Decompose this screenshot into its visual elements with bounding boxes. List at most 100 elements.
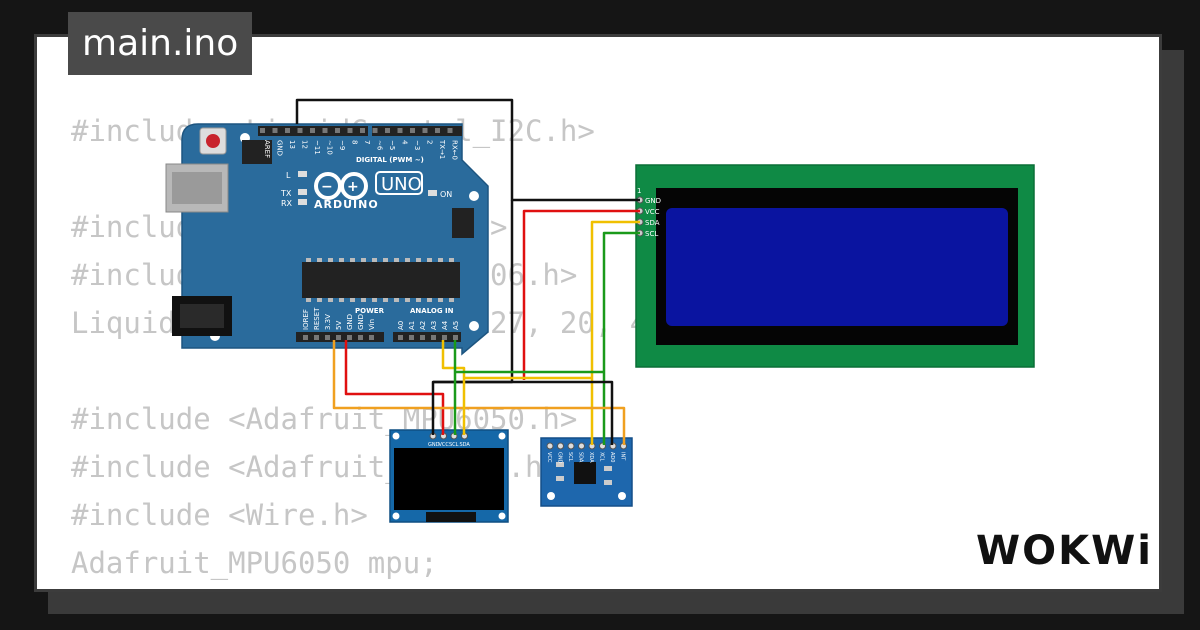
digital-pin-label: 13 xyxy=(288,140,296,149)
mount-hole xyxy=(498,432,506,440)
header-pin[interactable] xyxy=(285,128,290,133)
digital-pin-label: ~9 xyxy=(338,140,346,150)
header-pin[interactable] xyxy=(435,128,440,133)
digital-pin-label: 2 xyxy=(426,140,434,144)
svg-text:−: − xyxy=(321,179,333,195)
mpu-pin[interactable] xyxy=(578,442,585,450)
header-pin[interactable] xyxy=(310,128,315,133)
chip-leg xyxy=(317,258,322,262)
header-pin[interactable] xyxy=(409,335,414,340)
chip-leg xyxy=(372,258,377,262)
header-pin[interactable] xyxy=(347,128,353,133)
digital-pin-label: GND xyxy=(276,140,284,156)
header-pin[interactable] xyxy=(358,335,363,340)
led-rx-label: RX xyxy=(281,199,293,208)
chip-leg xyxy=(427,258,432,262)
chip-leg xyxy=(350,298,355,302)
wokwi-logo[interactable]: WOKWi xyxy=(976,528,1153,574)
header-pin[interactable] xyxy=(303,335,308,340)
digital-pin-label: AREF xyxy=(263,140,271,158)
usb-port-inner xyxy=(172,172,222,204)
header-pin[interactable] xyxy=(369,335,374,340)
file-tab[interactable]: main.ino xyxy=(68,12,253,75)
power-label: POWER xyxy=(355,307,385,315)
code-line: Adafruit_MPU6050 mpu; xyxy=(71,546,438,580)
header-pin[interactable] xyxy=(431,335,436,340)
header-pin[interactable] xyxy=(336,335,341,340)
uno-badge xyxy=(375,171,423,195)
chip-leg xyxy=(416,258,421,262)
chip-leg xyxy=(328,298,333,302)
led-on-label: ON xyxy=(440,190,452,199)
mpu-pin-label: XCL xyxy=(599,452,605,462)
chip-leg xyxy=(438,298,443,302)
digital-pin-label: 12 xyxy=(301,140,309,149)
header-pin[interactable] xyxy=(297,128,303,133)
led-tx-icon xyxy=(298,189,307,195)
mount-hole xyxy=(547,492,555,500)
header-pin[interactable] xyxy=(314,335,319,340)
header-pin[interactable] xyxy=(442,335,447,340)
smd-part xyxy=(556,462,564,467)
header-pin[interactable] xyxy=(410,128,415,133)
wires xyxy=(295,98,640,445)
power-pin-label: RESET xyxy=(313,307,321,330)
header-pin[interactable] xyxy=(325,335,330,340)
chip-leg xyxy=(383,298,388,302)
chip-leg xyxy=(339,298,344,302)
header-pin[interactable] xyxy=(447,128,453,133)
analog-pin-label: A3 xyxy=(430,321,438,330)
header-pin[interactable] xyxy=(453,335,458,340)
oled-pin-label: SDA xyxy=(460,442,471,448)
oled-connector xyxy=(426,512,476,522)
header-pin[interactable] xyxy=(397,128,403,133)
mpu-pin[interactable] xyxy=(567,442,575,450)
header-pin[interactable] xyxy=(347,335,352,340)
header-pin[interactable] xyxy=(335,128,340,133)
header-pin[interactable] xyxy=(420,335,425,340)
chip-leg xyxy=(361,298,366,302)
analog-pin-label: A1 xyxy=(408,321,416,330)
mount-hole xyxy=(392,512,400,520)
led-on-icon xyxy=(428,190,437,196)
oled-pin-label: VCC xyxy=(439,442,450,448)
header-pin[interactable] xyxy=(360,128,365,133)
chip-pins xyxy=(306,258,454,302)
chip-leg xyxy=(405,258,410,262)
chip-leg xyxy=(427,298,432,302)
mpu-pin-label: GND xyxy=(557,452,563,464)
header-pin[interactable] xyxy=(398,335,403,340)
chip-leg xyxy=(394,298,399,302)
wire-3v3-mpu xyxy=(332,340,626,445)
wokwi-logo-text: WOKWi xyxy=(976,528,1153,574)
lcd-pin-label: SDA xyxy=(645,219,660,227)
power-jack-inner xyxy=(180,304,224,328)
chip-leg xyxy=(416,298,421,302)
mpu-pin[interactable] xyxy=(557,442,564,450)
wire-gnd-lcd xyxy=(295,98,640,202)
header-pin[interactable] xyxy=(385,128,390,133)
digital-pin-label: ~5 xyxy=(388,140,396,150)
header-pin[interactable] xyxy=(422,128,428,133)
header-pin[interactable] xyxy=(272,128,278,133)
lcd-pin-label: VCC xyxy=(645,208,660,216)
header-pin[interactable] xyxy=(322,128,328,133)
code-line: #include <Wire.h> xyxy=(71,498,368,532)
led-rx-icon xyxy=(298,199,307,205)
mount-hole xyxy=(498,512,506,520)
power-pin-label: 3.3V xyxy=(324,314,332,330)
power-pin-label: GND xyxy=(346,314,354,330)
header-pin[interactable] xyxy=(260,128,265,133)
mpu-pin[interactable] xyxy=(546,442,554,450)
header-pin[interactable] xyxy=(372,128,378,133)
chip-leg xyxy=(328,258,333,262)
digital-pin-label: ~10 xyxy=(326,140,334,155)
